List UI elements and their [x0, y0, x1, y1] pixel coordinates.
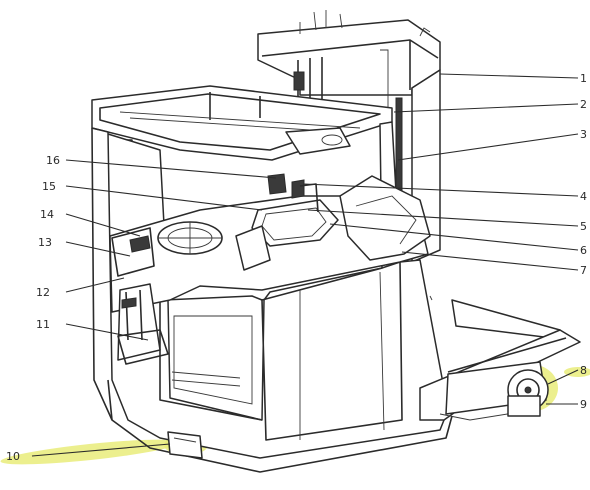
callout-1: 1 [580, 72, 587, 85]
operator-cab [109, 173, 431, 365]
leader-4 [303, 183, 579, 197]
callout-14: 14 [40, 208, 54, 221]
highlight-callout-8 [564, 367, 590, 377]
load-wheel [507, 369, 549, 417]
leader-1 [439, 73, 579, 79]
callout-labels: 16 15 14 13 12 11 10 1 2 3 4 5 6 7 8 9 [6, 72, 587, 463]
callout-3: 3 [580, 128, 587, 141]
leader-10 [31, 443, 171, 457]
leader-lines [31, 73, 579, 457]
leader-8 [547, 369, 579, 385]
callout-16: 16 [46, 154, 60, 167]
forks [419, 299, 581, 421]
callout-11: 11 [36, 318, 50, 331]
highlight-callout-10 [0, 439, 180, 465]
leader-2 [393, 103, 579, 113]
callout-2: 2 [580, 98, 587, 111]
callout-8: 8 [580, 364, 587, 377]
leader-13 [65, 241, 131, 257]
callout-13: 13 [38, 236, 52, 249]
callout-4: 4 [580, 190, 587, 203]
leader-3 [397, 133, 579, 161]
drive-wheel [167, 431, 203, 459]
leader-16 [65, 159, 277, 179]
callout-15: 15 [42, 180, 56, 193]
callout-5: 5 [580, 220, 587, 233]
leader-15 [65, 185, 263, 211]
leader-14 [65, 213, 141, 237]
callout-9: 9 [580, 398, 587, 411]
leader-7 [401, 251, 579, 271]
leader-11 [65, 323, 149, 341]
callout-7: 7 [580, 264, 587, 277]
callout-12: 12 [36, 286, 50, 299]
callout-10: 10 [6, 450, 20, 463]
leader-5 [307, 209, 579, 227]
leader-12 [65, 277, 125, 293]
leader-6 [329, 223, 579, 251]
callout-6: 6 [580, 244, 587, 257]
